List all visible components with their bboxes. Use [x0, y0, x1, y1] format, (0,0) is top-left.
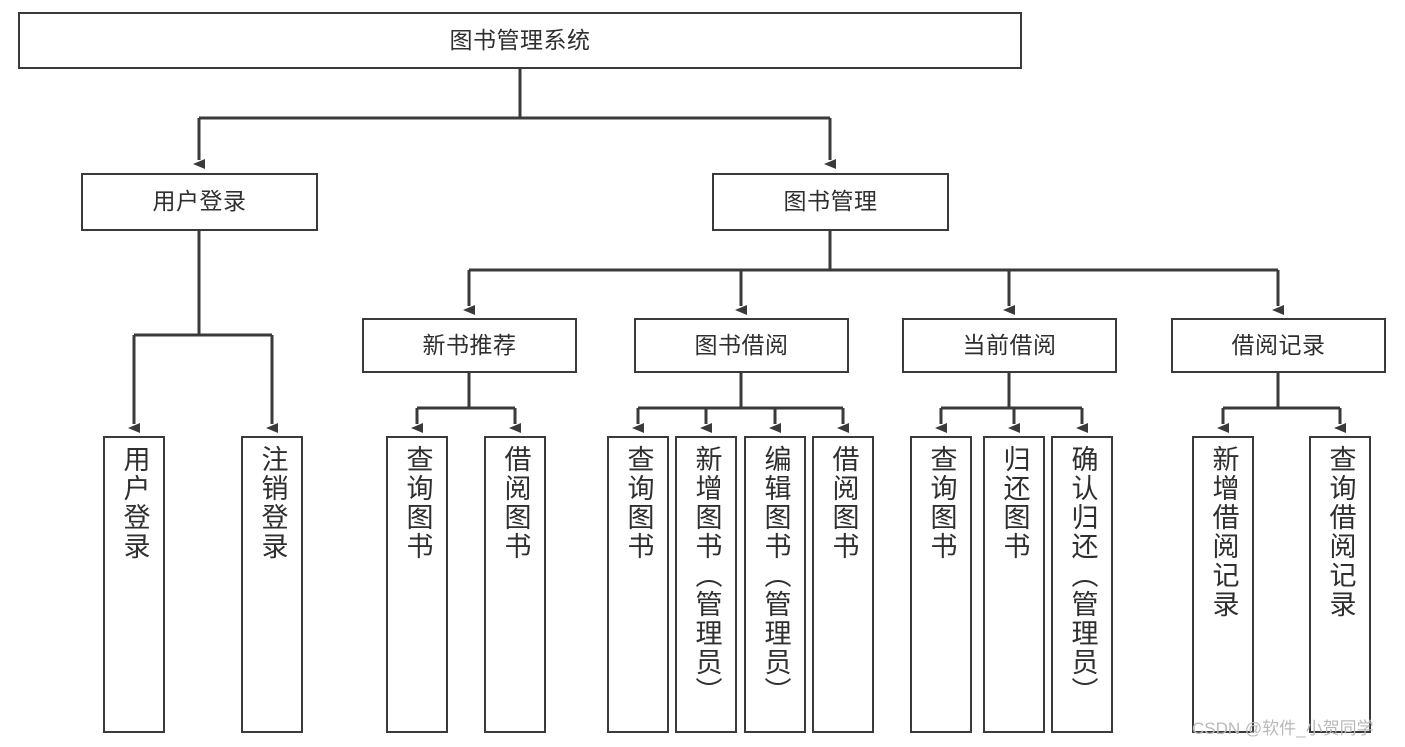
- node-leaf-query-book-borrow-label: 查询图书: [623, 445, 654, 561]
- node-root[interactable]: 图书管理系统: [18, 12, 1022, 69]
- node-book-borrow-label: 图书借阅: [694, 331, 789, 358]
- node-leaf-query-book-borrow[interactable]: 查询图书: [607, 436, 669, 733]
- node-leaf-borrow-book-recommend-label: 借阅图书: [500, 445, 531, 561]
- node-leaf-borrow-book-label: 借阅图书: [828, 445, 859, 561]
- node-current-borrow[interactable]: 当前借阅: [902, 318, 1117, 373]
- node-root-label: 图书管理系统: [449, 26, 591, 53]
- node-leaf-add-borrow-record-label: 新增借阅记录: [1208, 445, 1239, 619]
- node-new-book-recommend-label: 新书推荐: [422, 331, 517, 358]
- node-leaf-confirm-return-label: 确认归还（管理员）: [1067, 445, 1098, 706]
- node-borrow-record[interactable]: 借阅记录: [1171, 318, 1386, 373]
- node-leaf-borrow-book[interactable]: 借阅图书: [812, 436, 874, 733]
- node-leaf-query-borrow-record-label: 查询借阅记录: [1325, 445, 1356, 619]
- node-leaf-edit-book[interactable]: 编辑图书（管理员）: [744, 436, 806, 733]
- csdn-watermark: CSDN @软件_小贺同学: [1192, 719, 1374, 738]
- node-leaf-return-book[interactable]: 归还图书: [983, 436, 1045, 733]
- node-leaf-query-borrow-record[interactable]: 查询借阅记录: [1309, 436, 1371, 733]
- node-leaf-return-book-label: 归还图书: [999, 445, 1030, 561]
- node-leaf-user-login[interactable]: 用户登录: [103, 436, 165, 733]
- node-book-management-label: 图书管理: [783, 188, 878, 215]
- node-user-login[interactable]: 用户登录: [81, 173, 318, 231]
- node-leaf-query-book-recommend[interactable]: 查询图书: [386, 436, 448, 733]
- node-leaf-borrow-book-recommend[interactable]: 借阅图书: [484, 436, 546, 733]
- node-leaf-edit-book-label: 编辑图书（管理员）: [760, 445, 791, 706]
- node-borrow-record-label: 借阅记录: [1231, 331, 1326, 358]
- node-user-login-label: 用户登录: [152, 188, 247, 215]
- node-leaf-logout[interactable]: 注销登录: [241, 436, 303, 733]
- node-leaf-confirm-return[interactable]: 确认归还（管理员）: [1051, 436, 1113, 733]
- node-leaf-add-borrow-record[interactable]: 新增借阅记录: [1192, 436, 1254, 733]
- node-leaf-query-book-current[interactable]: 查询图书: [910, 436, 972, 733]
- node-leaf-add-book[interactable]: 新增图书（管理员）: [675, 436, 737, 733]
- node-leaf-logout-label: 注销登录: [257, 445, 288, 561]
- node-current-borrow-label: 当前借阅: [962, 331, 1057, 358]
- node-book-management[interactable]: 图书管理: [712, 173, 949, 231]
- node-leaf-add-book-label: 新增图书（管理员）: [691, 445, 722, 706]
- node-leaf-query-book-current-label: 查询图书: [926, 445, 957, 561]
- node-leaf-query-book-recommend-label: 查询图书: [402, 445, 433, 561]
- node-book-borrow[interactable]: 图书借阅: [634, 318, 849, 373]
- node-leaf-user-login-label: 用户登录: [119, 445, 150, 561]
- node-new-book-recommend[interactable]: 新书推荐: [362, 318, 577, 373]
